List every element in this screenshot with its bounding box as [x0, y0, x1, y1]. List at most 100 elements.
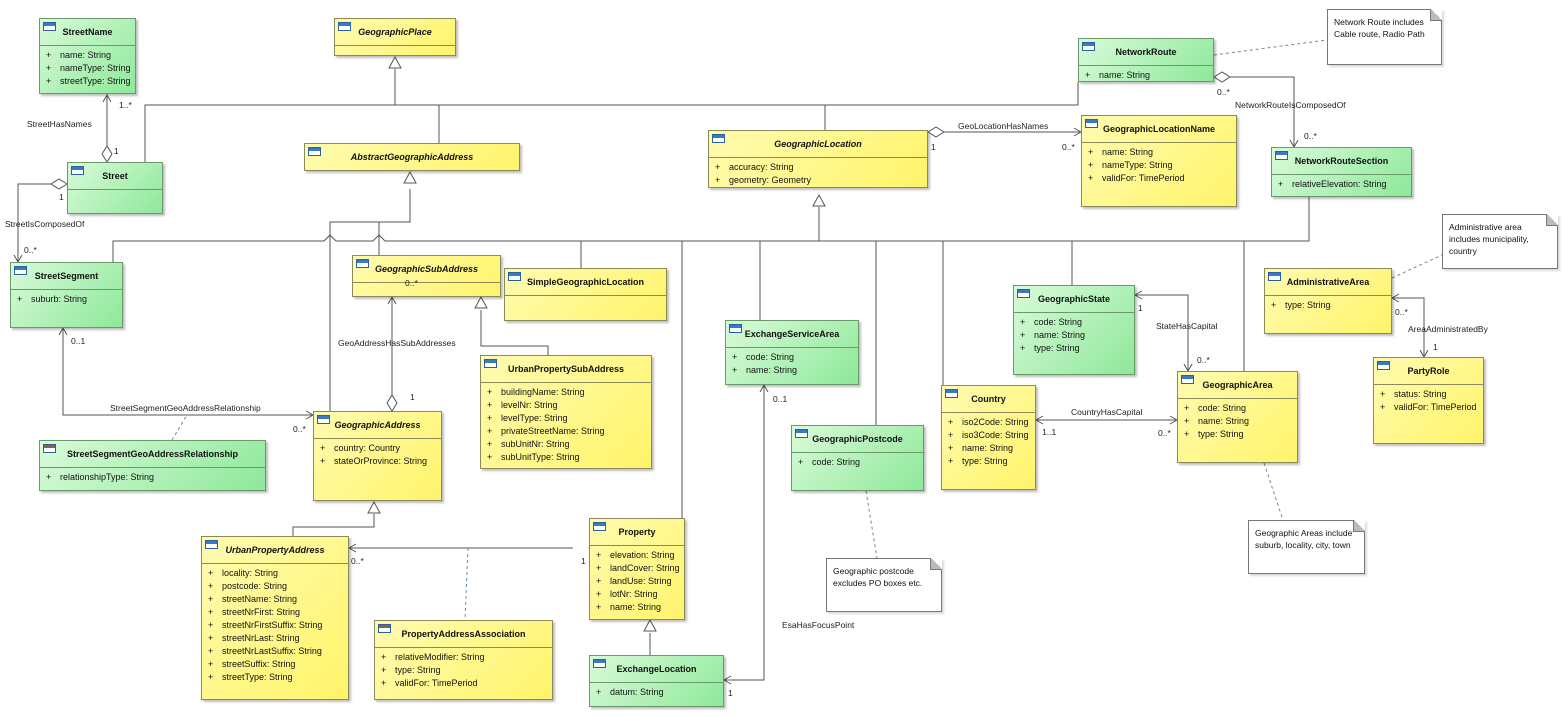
attribute-list: datum: String — [590, 682, 723, 699]
note-line: Administrative area — [1449, 222, 1522, 232]
association-label: StreetHasNames — [27, 119, 92, 129]
class-geographiclocation[interactable]: GeographicLocationaccuracy: Stringgeomet… — [708, 130, 928, 188]
attribute: privateStreetName: String — [481, 425, 651, 438]
multiplicity-label: 0..* — [351, 556, 364, 566]
class-name: GeographicLocation — [774, 139, 862, 149]
class-propertyaddressassociation[interactable]: PropertyAddressAssociationrelativeModifi… — [374, 620, 553, 700]
class-property[interactable]: Propertyelevation: StringlandCover: Stri… — [589, 518, 685, 620]
class-icon — [43, 22, 56, 31]
class-name: Property — [618, 527, 656, 537]
class-streetsegment[interactable]: StreetSegmentsuburb: String — [10, 262, 123, 328]
multiplicity-label: 0..* — [1395, 307, 1408, 317]
class-partyrole[interactable]: PartyRolestatus: StringvalidFor: TimePer… — [1373, 357, 1484, 444]
class-name: NetworkRoute — [1115, 47, 1177, 57]
generalization-arrowhead — [388, 55, 402, 69]
generalization-line — [144, 82, 1079, 162]
class-icon — [317, 415, 330, 424]
class-geographicsubaddress[interactable]: GeographicSubAddress — [352, 255, 501, 297]
note-line: Geographic Areas include — [1255, 528, 1353, 538]
attribute: levelType: String — [481, 412, 651, 425]
multiplicity-label: 1..1 — [1042, 427, 1057, 437]
class-name: GeographicLocationName — [1102, 124, 1216, 134]
generalization-arrowhead — [643, 618, 657, 632]
multiplicity-label: 1 — [1138, 303, 1143, 313]
note-geographicarea[interactable]: Geographic Areas include suburb, locality… — [1248, 520, 1365, 574]
aggregation-diamond — [386, 394, 398, 412]
association-label: StreetSegmentGeoAddressRelationship — [110, 403, 261, 413]
class-geographicarea[interactable]: GeographicAreacode: Stringname: Stringty… — [1177, 371, 1298, 463]
navigability-arrowhead — [387, 295, 397, 305]
attribute: validFor: TimePeriod — [1082, 172, 1236, 185]
note-fold-corner — [1430, 9, 1442, 21]
class-exchangeservicearea[interactable]: ExchangeServiceAreacode: Stringname: Str… — [725, 320, 859, 385]
association-line — [1230, 76, 1295, 147]
note-line: suburb, locality, city, town — [1255, 540, 1351, 550]
generalization-arrowhead — [812, 193, 826, 207]
class-streetsegmentgeoaddressrelationship[interactable]: StreetSegmentGeoAddressRelationshiprelat… — [39, 440, 266, 491]
class-icon — [1085, 119, 1098, 128]
attribute: type: String — [1265, 299, 1391, 312]
navigability-arrowhead — [722, 675, 732, 685]
attribute-list — [505, 295, 666, 299]
class-geographiclocationname[interactable]: GeographicLocationNamename: StringnameTy… — [1081, 115, 1237, 207]
attribute-list: type: String — [1265, 295, 1391, 312]
attribute: code: String — [1178, 402, 1297, 415]
class-name: GeographicPlace — [358, 27, 432, 37]
navigability-arrowhead — [58, 326, 68, 336]
attribute: code: String — [792, 456, 923, 469]
class-country[interactable]: Countryiso2Code: Stringiso3Code: Stringn… — [941, 385, 1036, 490]
class-icon — [484, 359, 497, 368]
association-line — [17, 183, 51, 262]
attribute-list: name: String — [1079, 65, 1213, 82]
association-line — [62, 328, 313, 416]
class-networkroutesection[interactable]: NetworkRouteSectionrelativeElevation: St… — [1271, 147, 1412, 197]
class-icon — [338, 22, 351, 31]
attribute-list — [353, 282, 500, 286]
generalization-line — [480, 310, 549, 355]
class-icon — [712, 134, 725, 143]
association-line — [724, 385, 765, 681]
class-abstractgeographicaddress[interactable]: AbstractGeographicAddress — [304, 143, 520, 171]
attribute-list: status: StringvalidFor: TimePeriod — [1374, 384, 1483, 414]
navigability-arrowhead — [1390, 293, 1400, 303]
class-streetname[interactable]: StreetNamename: StringnameType: Stringst… — [39, 18, 136, 94]
attribute: levelNr: String — [481, 399, 651, 412]
class-street[interactable]: Street — [67, 162, 163, 214]
association-line — [1135, 294, 1189, 371]
association-label: StreetIsComposedOf — [5, 219, 85, 229]
attribute: nameType: String — [40, 62, 135, 75]
class-icon — [308, 147, 321, 156]
class-simplegeographiclocation[interactable]: SimpleGeographicLocation — [504, 268, 667, 321]
generalization-line — [112, 240, 324, 262]
navigability-arrowhead — [102, 93, 112, 103]
class-geographicaddress[interactable]: GeographicAddresscountry: CountrystateOr… — [313, 411, 442, 501]
attribute: status: String — [1374, 388, 1483, 401]
class-urbanpropertyaddress[interactable]: UrbanPropertyAddresslocality: Stringpost… — [201, 536, 349, 700]
attribute: validFor: TimePeriod — [1374, 401, 1483, 414]
class-geographicstate[interactable]: GeographicStatecode: Stringname: Stringt… — [1013, 285, 1135, 375]
attribute: relativeElevation: String — [1272, 178, 1411, 191]
generalization-arrowhead — [403, 170, 417, 184]
class-name: AdministrativeArea — [1286, 277, 1370, 287]
attribute: country: Country — [314, 442, 441, 455]
navigability-arrowhead — [347, 543, 357, 553]
generalization-line — [385, 197, 1310, 242]
class-icon — [1017, 289, 1030, 298]
class-administrativearea[interactable]: AdministrativeArea type: String — [1264, 268, 1392, 334]
attribute: locality: String — [202, 567, 348, 580]
class-networkroute[interactable]: NetworkRoute name: String — [1078, 38, 1214, 82]
attribute-list — [335, 45, 455, 49]
class-urbanpropertysubaddress[interactable]: UrbanPropertySubAddressbuildingName: Str… — [480, 355, 652, 469]
class-exchangelocation[interactable]: ExchangeLocationdatum: String — [589, 655, 724, 707]
class-icon — [729, 324, 742, 333]
class-geographicpostcode[interactable]: GeographicPostcodecode: String — [791, 425, 924, 491]
multiplicity-label: 0..* — [293, 424, 306, 434]
class-geographicplace[interactable]: GeographicPlace — [334, 18, 456, 56]
multiplicity-label: 1..* — [119, 100, 132, 110]
attribute: streetName: String — [202, 593, 348, 606]
